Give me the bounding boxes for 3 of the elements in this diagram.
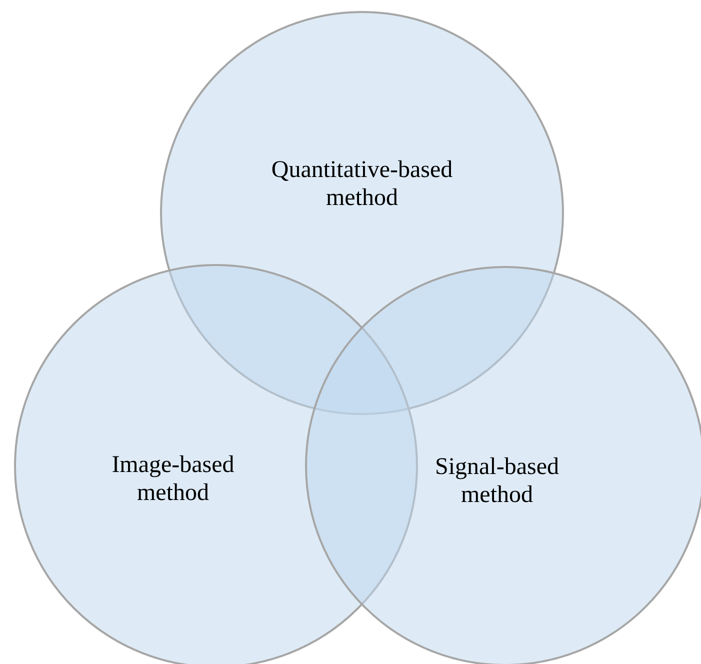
set-label: Image-based method (110, 451, 236, 507)
set-label: Signal-based method (434, 453, 560, 509)
set-label: Quantitative-based method (270, 156, 454, 212)
